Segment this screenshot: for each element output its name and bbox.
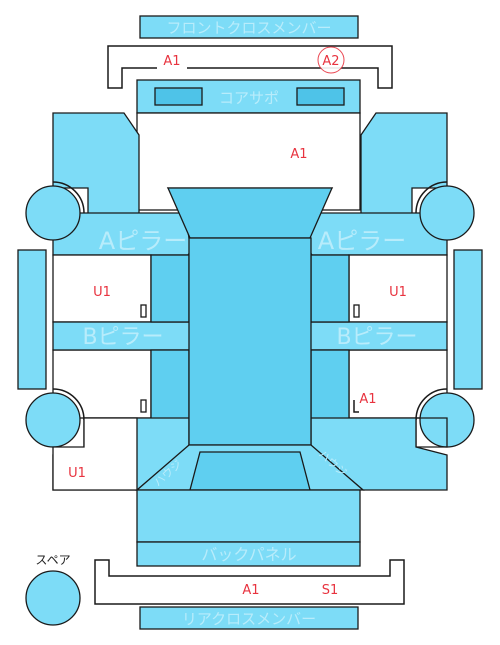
rear-member-bracket (94, 559, 405, 605)
core-support-right-slot (296, 87, 345, 106)
front-member-bracket (107, 45, 393, 89)
a1-front-bg (157, 50, 187, 70)
right-front-door[interactable] (348, 254, 448, 323)
core-support-left-slot (154, 87, 203, 106)
s1-rear-bg (315, 579, 345, 599)
damage-code-left-rear-quarter[interactable]: U1 (68, 466, 86, 481)
front-cross-member-box[interactable] (139, 15, 359, 39)
a1-rear-bg (236, 579, 266, 599)
damage-code-right-rear-door[interactable]: A1 (359, 392, 376, 407)
roof[interactable] (188, 237, 312, 446)
trunk-lid[interactable] (136, 489, 361, 543)
core-support-label: コアサポ (219, 89, 279, 107)
damage-code-front-right[interactable]: A2 (322, 54, 339, 69)
spare-label: スペア (35, 553, 70, 567)
spare-tire[interactable] (25, 570, 81, 626)
damage-code-left-front-door[interactable]: U1 (93, 285, 111, 300)
left-front-wheel[interactable] (25, 185, 81, 241)
left-rear-wheel-arch (52, 388, 85, 421)
back-panel-label: バックパネル (201, 545, 296, 564)
right-b-pillar-label: Bピラー (336, 325, 417, 350)
right-rear-door-marker (353, 400, 359, 413)
right-a-pillar-label: Aピラー (318, 227, 406, 255)
damage-code-hood[interactable]: A1 (290, 147, 307, 162)
left-rear-door[interactable] (52, 349, 152, 419)
right-front-wheel[interactable] (419, 185, 475, 241)
damage-code-rear-left[interactable]: A1 (242, 583, 259, 598)
right-front-door-marker (353, 304, 360, 318)
damage-code-right-front-door[interactable]: U1 (389, 285, 407, 300)
left-rear-door-marker (140, 399, 147, 413)
back-panel[interactable] (136, 541, 361, 567)
left-b-pillar-label: Bピラー (82, 325, 163, 350)
left-rear-wheel[interactable] (25, 392, 81, 448)
right-front-wheel-arch (415, 181, 448, 214)
windshield-inner (167, 187, 333, 239)
front-cross-member-label: フロントクロスメンバー (166, 19, 331, 37)
rear-window (189, 451, 311, 491)
left-front-door-marker (140, 304, 147, 318)
damage-code-front-left[interactable]: A1 (163, 54, 180, 69)
right-rear-quarter-edge (415, 417, 448, 448)
right-front-inner-sill (310, 254, 350, 323)
left-b-pillar[interactable] (52, 321, 192, 351)
left-rocker[interactable] (17, 249, 47, 390)
left-a-pillar-label: Aピラー (99, 227, 187, 255)
rear-cross-member-box[interactable] (139, 606, 359, 630)
damage-code-rear-right[interactable]: S1 (322, 583, 339, 598)
left-rear-quarter-area[interactable] (52, 417, 138, 491)
left-front-wheel-arch (52, 181, 85, 214)
right-rocker[interactable] (453, 249, 483, 390)
damage-ring-front-right (317, 46, 345, 74)
right-rear-wheel-arch (415, 388, 448, 421)
left-front-inner-sill (150, 254, 190, 323)
rear-cross-member-label: リアクロスメンバー (182, 610, 316, 628)
